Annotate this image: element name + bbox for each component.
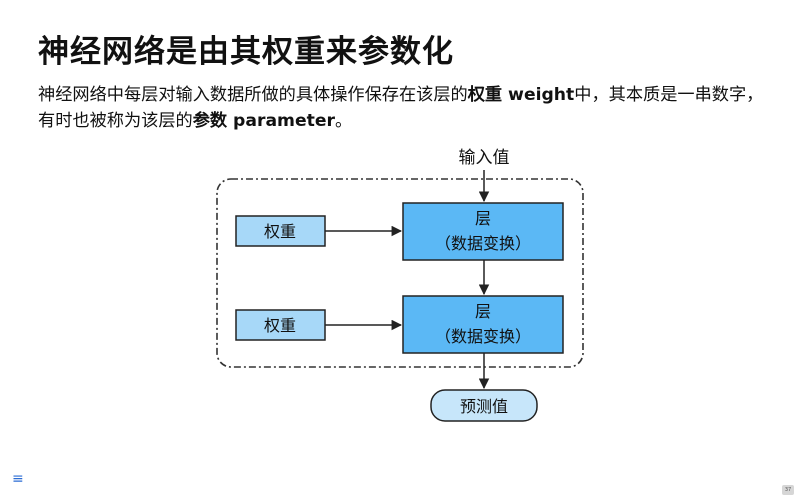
layer-1-title: 层 bbox=[475, 209, 491, 228]
hamburger-menu-icon[interactable]: ≡ bbox=[12, 471, 24, 487]
paragraph-text-1: 神经网络中每层对输入数据所做的具体操作保存在该层的 bbox=[38, 85, 468, 105]
layer-1-box bbox=[402, 202, 564, 261]
paragraph-bold-parameter: 参数 parameter bbox=[192, 111, 335, 131]
layer-2: 层 （数据变换） bbox=[402, 295, 564, 354]
paragraph-bold-weight: 权重 weight bbox=[467, 85, 575, 105]
weight-1-label: 权重 bbox=[264, 222, 296, 241]
network-boundary bbox=[216, 178, 584, 368]
input-label: 输入值 bbox=[459, 148, 510, 168]
paragraph-text-2: 中，其本质是一串数字，有时也被称为该层的 bbox=[38, 85, 764, 131]
weight-2: 权重 bbox=[235, 309, 326, 341]
layer-2-subtitle: （数据变换） bbox=[435, 327, 531, 346]
layer-2-box bbox=[402, 295, 564, 354]
prediction-box bbox=[430, 389, 538, 422]
prediction-label: 预测值 bbox=[460, 397, 508, 416]
weight-2-box bbox=[235, 309, 326, 341]
layer-1: 层 （数据变换） bbox=[402, 202, 564, 261]
slide-title: 神经网络是由其权重来参数化 bbox=[38, 34, 454, 70]
prediction-output: 预测值 bbox=[430, 389, 538, 422]
layer-2-title: 层 bbox=[475, 302, 491, 321]
slide-paragraph: 神经网络中每层对输入数据所做的具体操作保存在该层的权重 weight中，其本质是… bbox=[38, 82, 768, 134]
paragraph-text-3: 。 bbox=[334, 111, 353, 131]
weight-1: 权重 bbox=[235, 215, 326, 247]
weight-2-label: 权重 bbox=[264, 316, 296, 335]
page-number: 37 bbox=[782, 485, 794, 495]
layer-1-subtitle: （数据变换） bbox=[435, 234, 531, 253]
